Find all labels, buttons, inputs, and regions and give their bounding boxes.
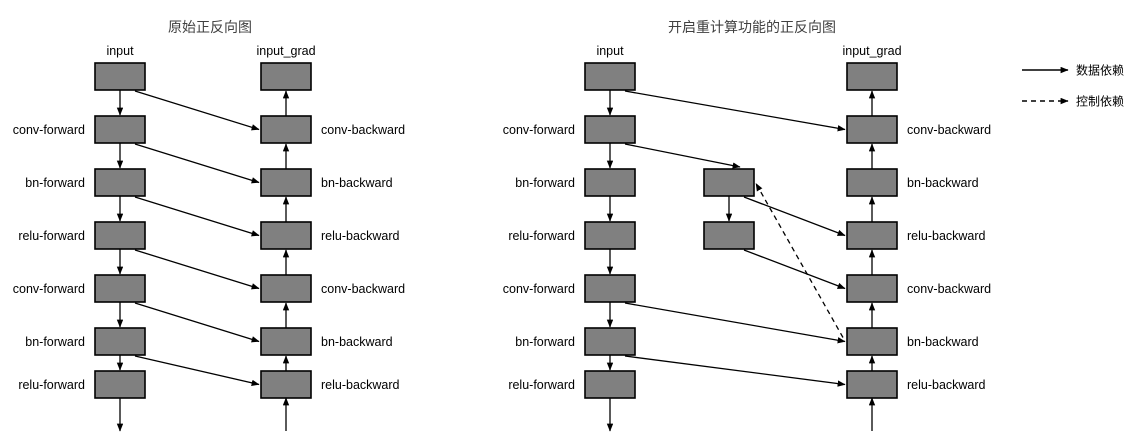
- data-dependency-edge-recompute-3: [624, 302, 846, 344]
- column-header-recompute-forward: input: [596, 44, 624, 58]
- node-label-original-grad-1: conv-backward: [321, 122, 406, 137]
- data-dependency-edge-recompute-1: [743, 196, 846, 237]
- node-box-original-forward-6[interactable]: [94, 370, 146, 399]
- data-dependency-edge-original-2: [134, 196, 260, 237]
- node-label-original-grad-4: conv-backward: [321, 281, 406, 296]
- dependency-edges: [116, 90, 876, 432]
- node-label-recompute-grad-2: bn-backward: [907, 175, 979, 190]
- data-dependency-edge-original-4: [134, 302, 260, 343]
- legend-label-control: 控制依赖: [1076, 94, 1125, 109]
- node-label-original-forward-3: relu-forward: [18, 228, 85, 243]
- node-box-recompute-grad-2[interactable]: [846, 168, 898, 197]
- node-label-recompute-forward-3: relu-forward: [508, 228, 575, 243]
- node-box-recompute-grad-1[interactable]: [846, 115, 898, 144]
- node-box-recompute-forward-4[interactable]: [584, 274, 636, 303]
- node-box-recompute-forward-6[interactable]: [584, 370, 636, 399]
- node-label-recompute-grad-3: relu-backward: [907, 228, 986, 243]
- node-label-original-forward-4: conv-forward: [12, 281, 85, 296]
- diagram-title-recompute: 开启重计算功能的正反向图: [668, 19, 836, 35]
- node-label-recompute-grad-5: bn-backward: [907, 334, 979, 349]
- node-label-original-forward-6: relu-forward: [18, 377, 85, 392]
- node-label-original-forward-5: bn-forward: [25, 334, 85, 349]
- node-label-original-forward-2: bn-forward: [25, 175, 85, 190]
- node-box-original-forward-3[interactable]: [94, 221, 146, 250]
- node-box-recompute-grad-0[interactable]: [846, 62, 898, 91]
- node-boxes: [94, 62, 898, 399]
- recompute-input-edge-recompute: [624, 143, 741, 169]
- data-dependency-edge-recompute-4: [624, 355, 846, 387]
- node-box-recompute-forward-0[interactable]: [584, 62, 636, 91]
- node-box-original-grad-5[interactable]: [260, 327, 312, 356]
- node-label-recompute-forward-2: bn-forward: [515, 175, 575, 190]
- node-label-recompute-forward-4: conv-forward: [502, 281, 575, 296]
- node-box-original-forward-5[interactable]: [94, 327, 146, 356]
- control-dependency-edge-recompute: [755, 182, 844, 338]
- node-label-original-forward-1: conv-forward: [12, 122, 85, 137]
- column-header-original-grad: input_grad: [256, 44, 316, 58]
- legend-label-data: 数据依赖: [1076, 63, 1125, 78]
- node-box-original-grad-6[interactable]: [260, 370, 312, 399]
- data-dependency-edge-original-3: [134, 249, 260, 290]
- node-label-recompute-grad-6: relu-backward: [907, 377, 986, 392]
- node-label-recompute-forward-1: conv-forward: [502, 122, 575, 137]
- node-box-original-forward-1[interactable]: [94, 115, 146, 144]
- node-label-recompute-forward-6: relu-forward: [508, 377, 575, 392]
- node-box-recompute-forward-2[interactable]: [584, 168, 636, 197]
- data-dependency-edge-recompute-2: [743, 249, 846, 290]
- node-box-recompute-forward-5[interactable]: [584, 327, 636, 356]
- node-box-original-grad-4[interactable]: [260, 274, 312, 303]
- node-box-recompute-recompute-0[interactable]: [703, 168, 755, 197]
- data-dependency-edge-original-0: [134, 90, 260, 131]
- node-label-recompute-grad-4: conv-backward: [907, 281, 992, 296]
- node-box-original-grad-3[interactable]: [260, 221, 312, 250]
- node-box-recompute-grad-5[interactable]: [846, 327, 898, 356]
- node-label-original-grad-3: relu-backward: [321, 228, 400, 243]
- node-label-recompute-grad-1: conv-backward: [907, 122, 992, 137]
- node-label-recompute-forward-5: bn-forward: [515, 334, 575, 349]
- node-label-original-grad-2: bn-backward: [321, 175, 393, 190]
- node-box-original-forward-0[interactable]: [94, 62, 146, 91]
- node-box-recompute-forward-1[interactable]: [584, 115, 636, 144]
- data-dependency-edge-recompute-0: [624, 90, 846, 132]
- node-box-original-grad-2[interactable]: [260, 168, 312, 197]
- column-header-original-forward: input: [106, 44, 134, 58]
- legend-sample-lines: [1022, 66, 1069, 105]
- column-header-recompute-grad: input_grad: [842, 44, 902, 58]
- diagram-title-original: 原始正反向图: [168, 19, 252, 35]
- node-box-recompute-grad-4[interactable]: [846, 274, 898, 303]
- node-box-original-forward-4[interactable]: [94, 274, 146, 303]
- node-box-recompute-forward-3[interactable]: [584, 221, 636, 250]
- node-label-original-grad-6: relu-backward: [321, 377, 400, 392]
- node-box-recompute-recompute-1[interactable]: [703, 221, 755, 250]
- data-dependency-edge-original-1: [134, 143, 260, 184]
- node-box-original-grad-1[interactable]: [260, 115, 312, 144]
- node-label-original-grad-5: bn-backward: [321, 334, 393, 349]
- node-box-recompute-grad-6[interactable]: [846, 370, 898, 399]
- node-box-original-grad-0[interactable]: [260, 62, 312, 91]
- node-box-recompute-grad-3[interactable]: [846, 221, 898, 250]
- node-box-original-forward-2[interactable]: [94, 168, 146, 197]
- data-dependency-edge-original-5: [134, 355, 260, 386]
